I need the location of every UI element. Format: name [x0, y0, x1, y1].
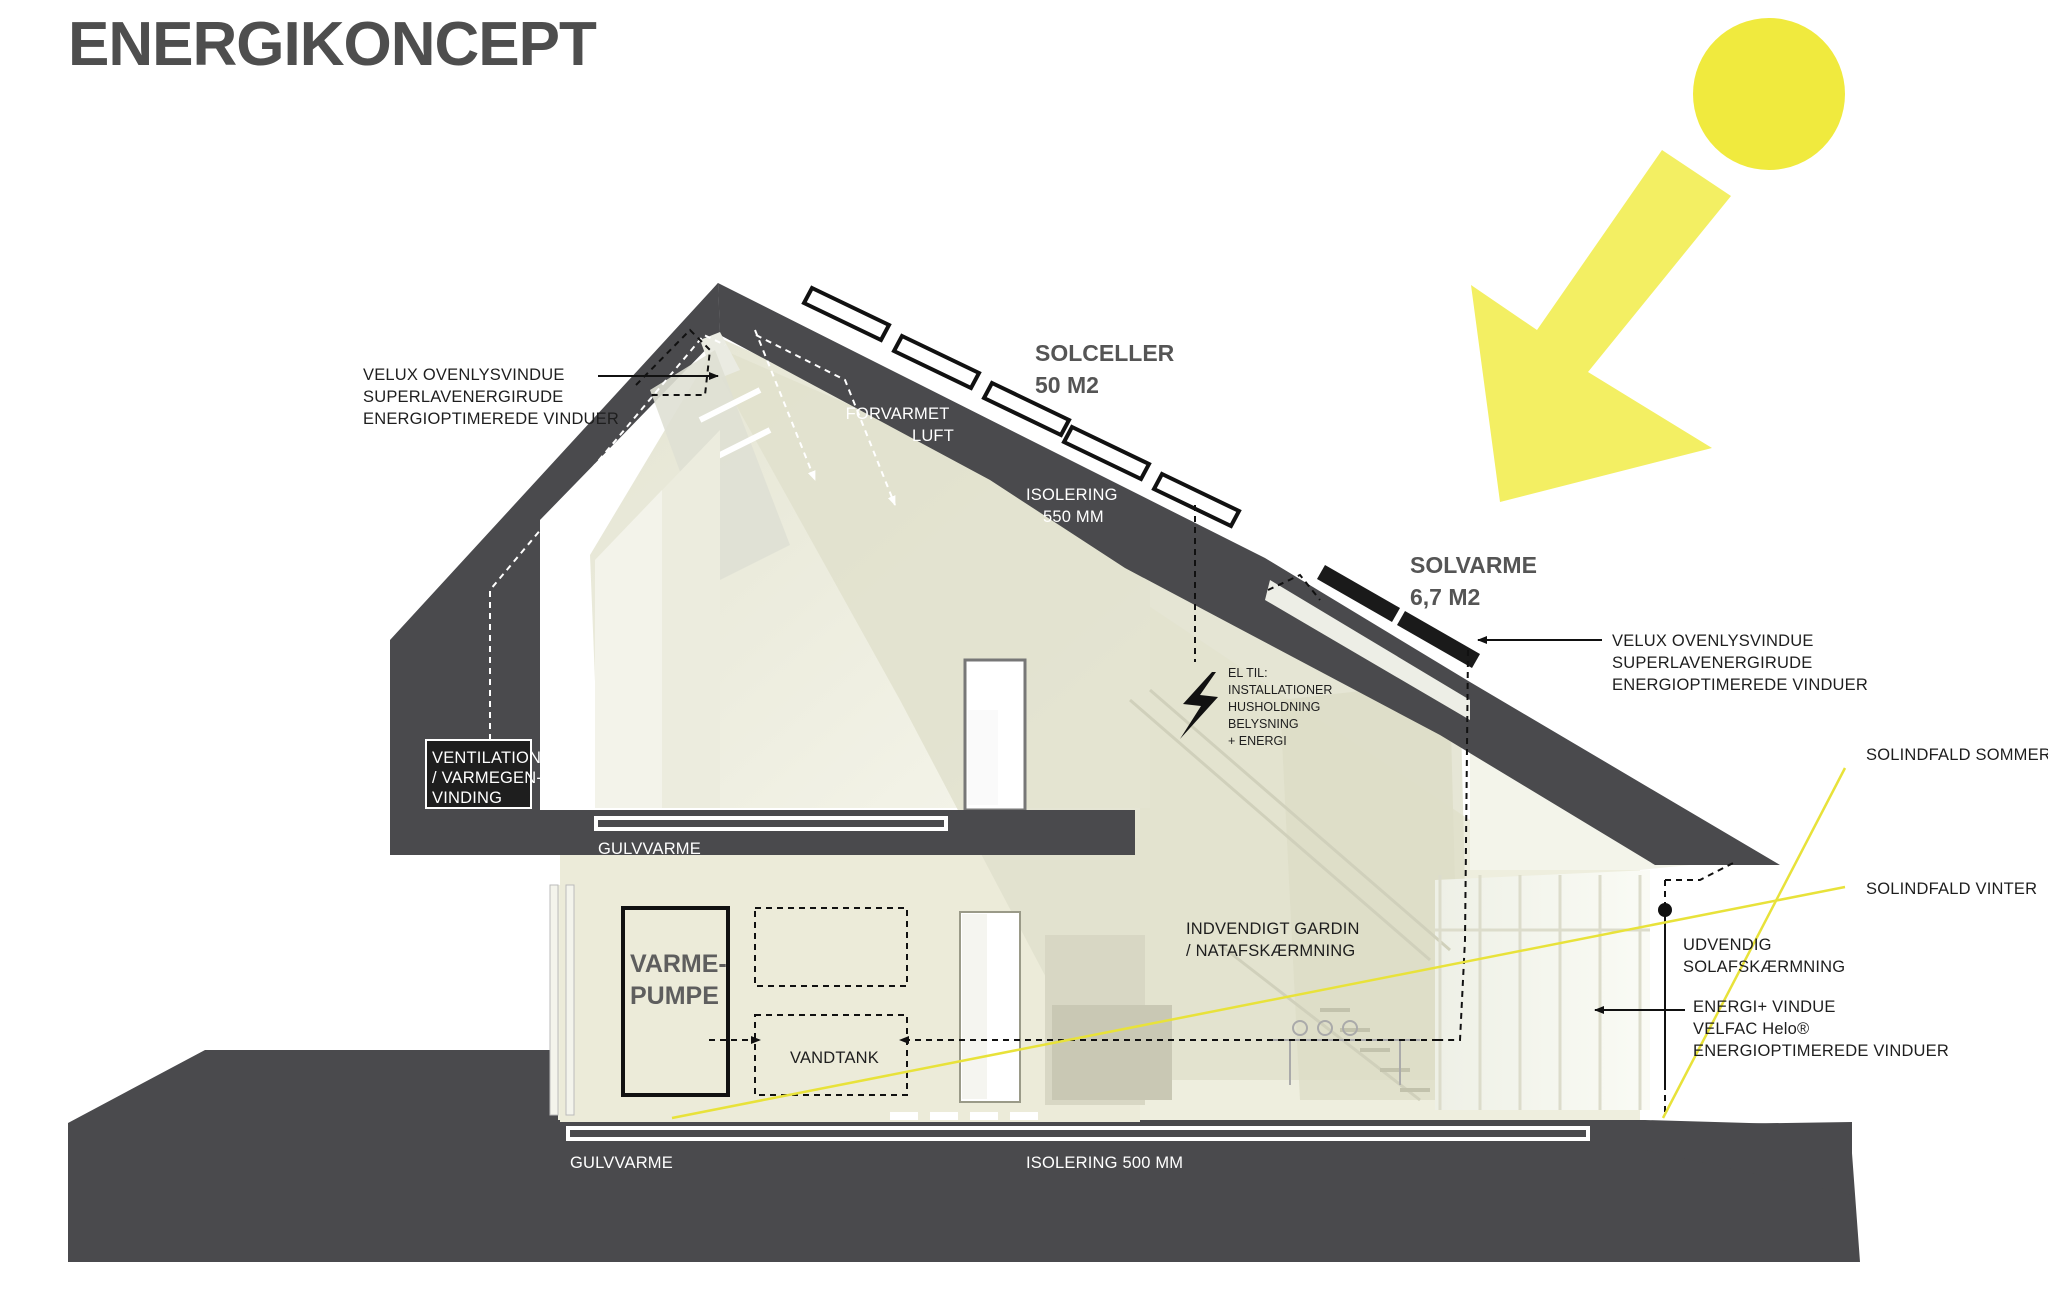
sun-icon — [1693, 18, 1845, 170]
label-velux-right: VELUX OVENLYSVINDUE SUPERLAVENERGIRUDE E… — [1612, 632, 1868, 694]
external-shading — [1658, 903, 1672, 1090]
label-gulvvarme-lower: GULVVARME — [570, 1154, 673, 1172]
label-vandtank: VANDTANK — [790, 1049, 879, 1067]
leader-arrows — [598, 372, 1685, 1014]
label-gulvvarme-upper: GULVVARME — [598, 840, 701, 858]
label-isolering-roof: ISOLERING 550 MM — [1026, 486, 1122, 526]
sun-incidence-lines — [671, 767, 1847, 1120]
label-indvendigt-gardin: INDVENDIGT GARDIN / NATAFSKÆRMNING — [1186, 920, 1364, 960]
ventilation-unit — [425, 739, 532, 809]
sun — [1471, 18, 1845, 502]
label-solceller: SOLCELLER 50 M2 — [1035, 340, 1181, 398]
label-udvendig-solafskaermning: UDVENDIG SOLAFSKÆRMNING — [1683, 936, 1845, 976]
label-solvarme: SOLVARME 6,7 M2 — [1410, 552, 1543, 610]
page-title: ENERGIKONCEPT — [68, 10, 597, 79]
velux-skylight-right — [1265, 580, 1470, 720]
label-velux-left: VELUX OVENLYSVINDUE SUPERLAVENERGIRUDE E… — [363, 366, 619, 428]
heat-pump-box — [621, 906, 730, 1097]
air-flow-paths — [489, 328, 1736, 1112]
house-structure — [390, 283, 1780, 865]
label-isolering-wall: ISOLERING 400 MM — [549, 656, 589, 752]
label-solindfald-vinter: SOLINDFALD VINTER — [1866, 880, 2037, 898]
floor-heating — [566, 816, 1590, 1141]
window-mullions — [1435, 875, 1650, 1110]
label-ventilation: VENTILATION / VARMEGEN- VINDING — [432, 749, 547, 807]
label-solindfald-sommer: SOLINDFALD SOMMER — [1866, 746, 2048, 764]
label-forvarmet-luft: FORVARMET LUFT — [846, 405, 954, 445]
sun-ray-arrow — [1471, 150, 1731, 502]
solar-panels — [801, 285, 1242, 529]
label-isolering-floor: ISOLERING 500 MM — [1026, 1154, 1183, 1172]
label-varmepumpe: VARME- PUMPE — [630, 950, 734, 1010]
foundation — [68, 1050, 1860, 1262]
label-el-til: EL TIL: INSTALLATIONER HUSHOLDNING BELYS… — [1228, 666, 1336, 748]
label-energi-vindue: ENERGI+ VINDUE VELFAC Helo® ENERGIOPTIME… — [1693, 998, 1949, 1060]
lightning-icon — [1180, 672, 1218, 739]
solar-thermal-panels — [1317, 565, 1480, 668]
water-tank — [754, 907, 908, 1096]
